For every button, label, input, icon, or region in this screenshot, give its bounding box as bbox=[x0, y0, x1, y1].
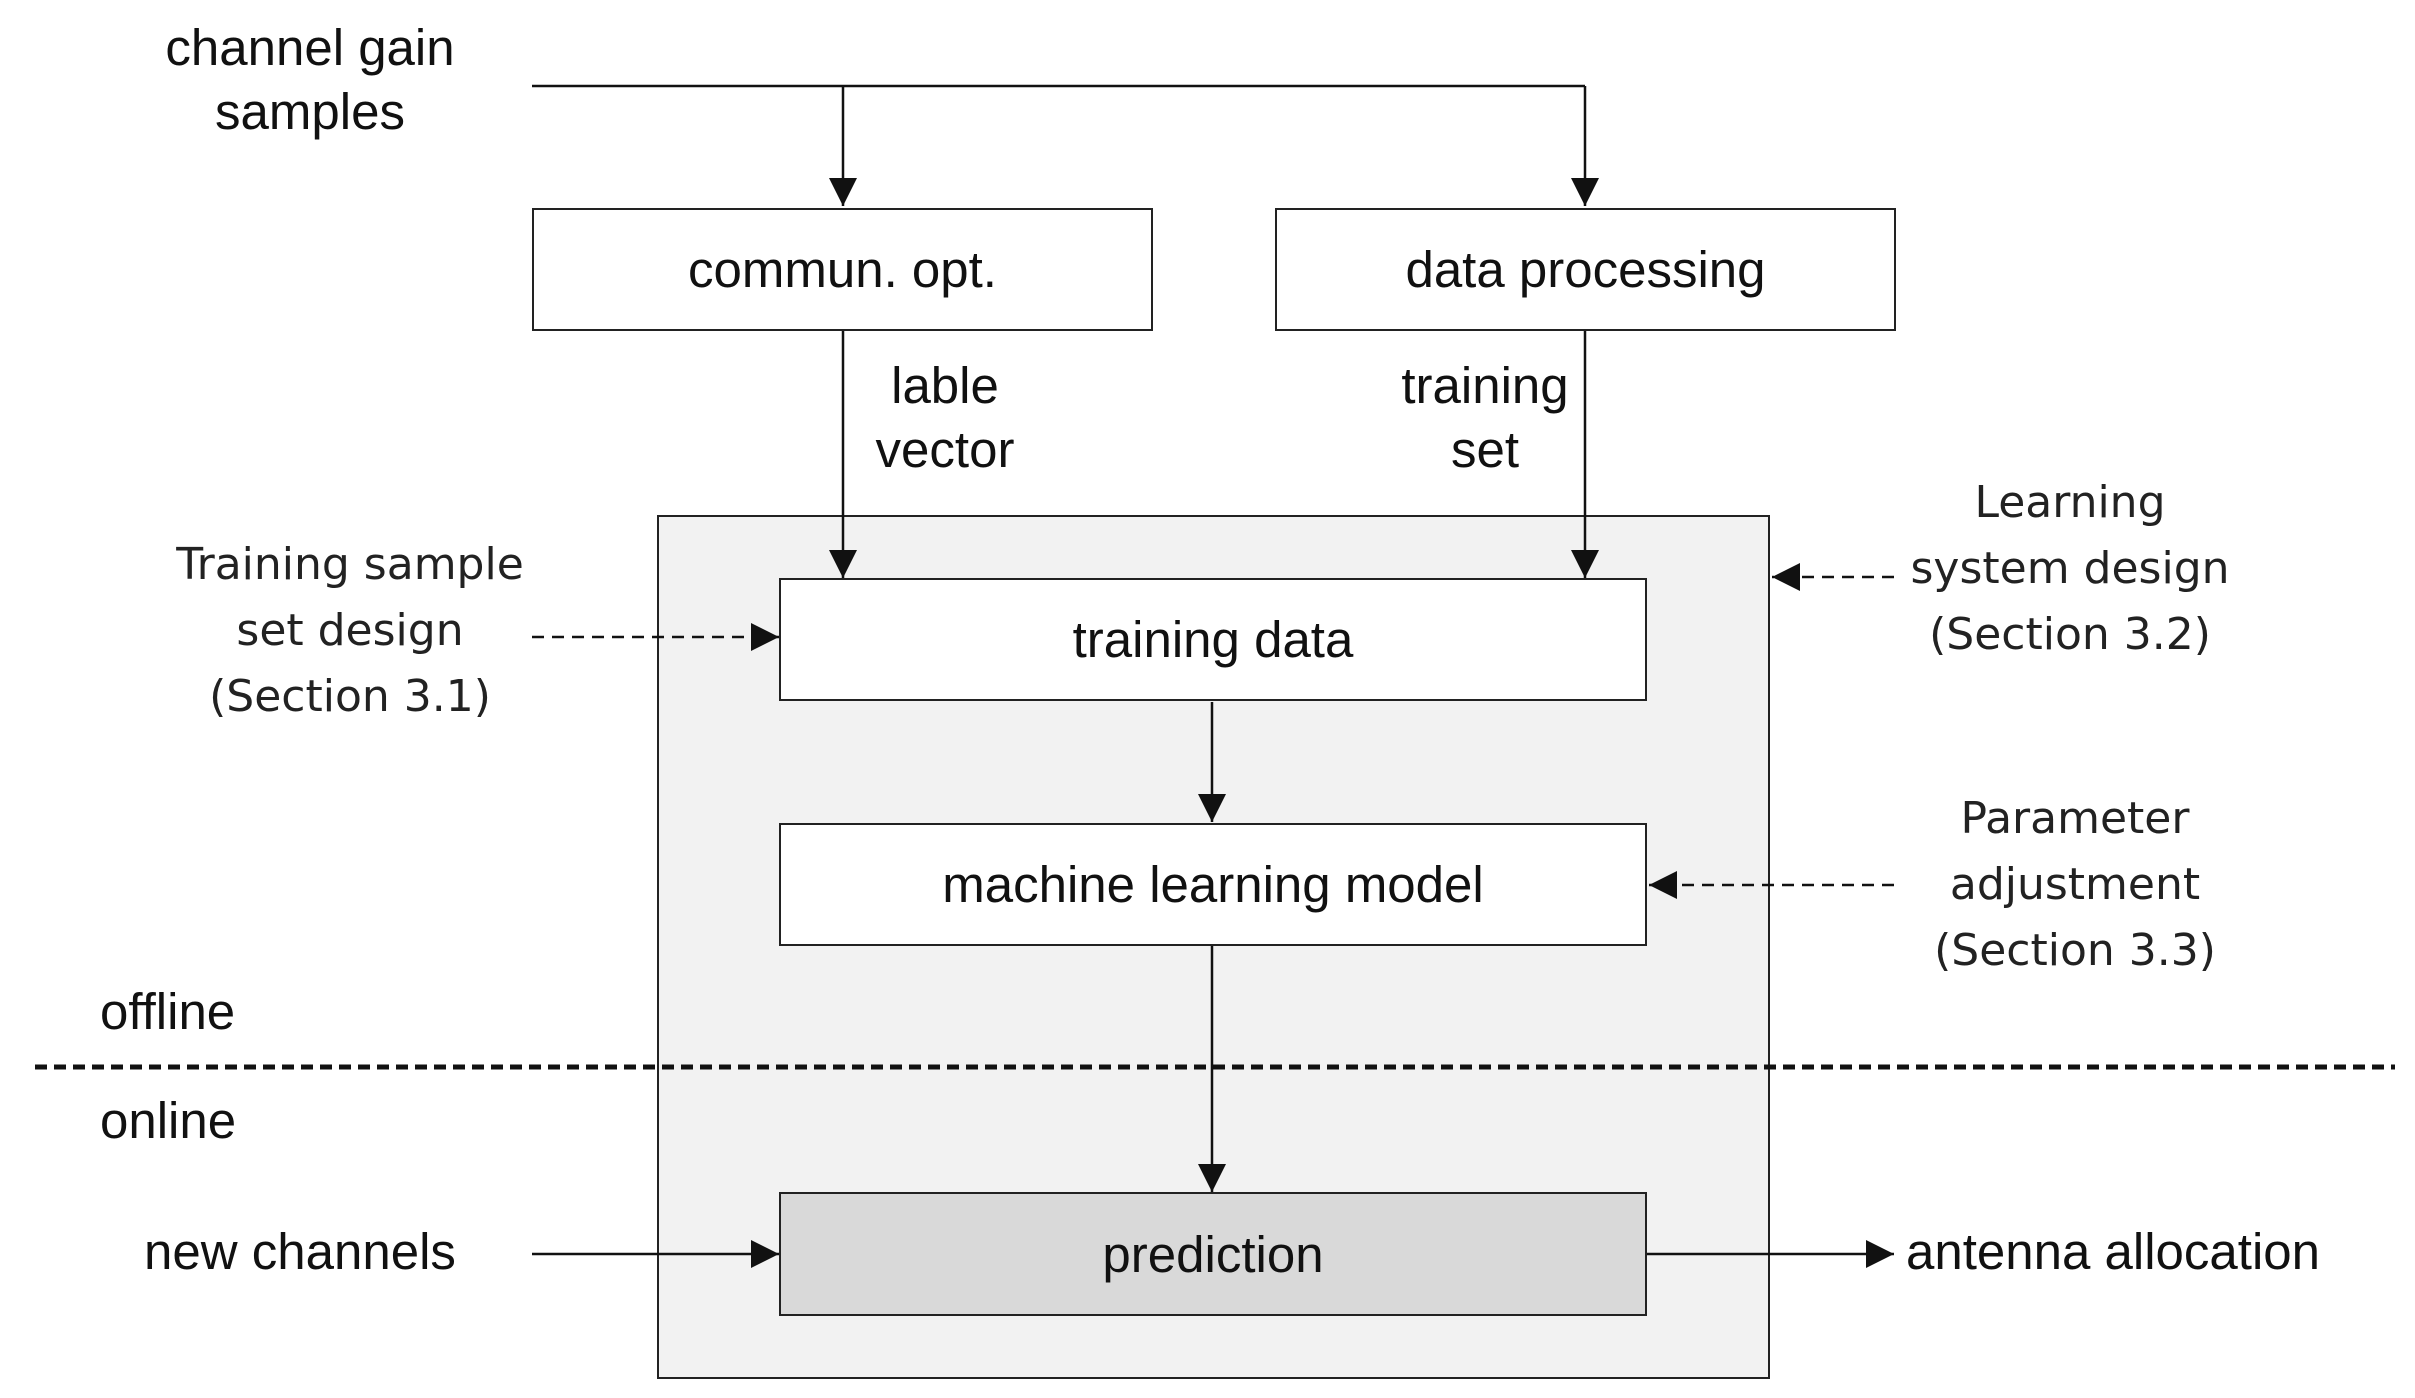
training-data-box: training data bbox=[779, 578, 1647, 701]
new-channels-label: new channels bbox=[144, 1223, 456, 1280]
lable-vector-label: lable vector bbox=[875, 357, 1015, 478]
training-set-label: training set bbox=[1401, 357, 1569, 478]
parameter-adjustment-annotation: Parameter adjustment (Section 3.3) bbox=[1934, 793, 2216, 976]
data-processing-box: data processing bbox=[1275, 208, 1896, 331]
training-sample-annotation: Training sample set design (Section 3.1) bbox=[176, 539, 524, 722]
prediction-label: prediction bbox=[1102, 1225, 1324, 1283]
prediction-box: prediction bbox=[779, 1192, 1647, 1316]
learning-system-annotation: Learning system design (Section 3.2) bbox=[1910, 477, 2230, 660]
data-processing-label: data processing bbox=[1405, 241, 1766, 298]
online-label: online bbox=[100, 1092, 237, 1149]
commun-opt-label: commun. opt. bbox=[688, 241, 997, 298]
ml-model-label: machine learning model bbox=[942, 856, 1484, 913]
training-data-label: training data bbox=[1072, 611, 1354, 668]
ml-model-box: machine learning model bbox=[779, 823, 1647, 946]
antenna-allocation-label: antenna allocation bbox=[1906, 1223, 2321, 1280]
commun-opt-box: commun. opt. bbox=[532, 208, 1153, 331]
channel-gain-samples-label: channel gain samples bbox=[165, 19, 455, 140]
offline-label: offline bbox=[100, 983, 236, 1040]
